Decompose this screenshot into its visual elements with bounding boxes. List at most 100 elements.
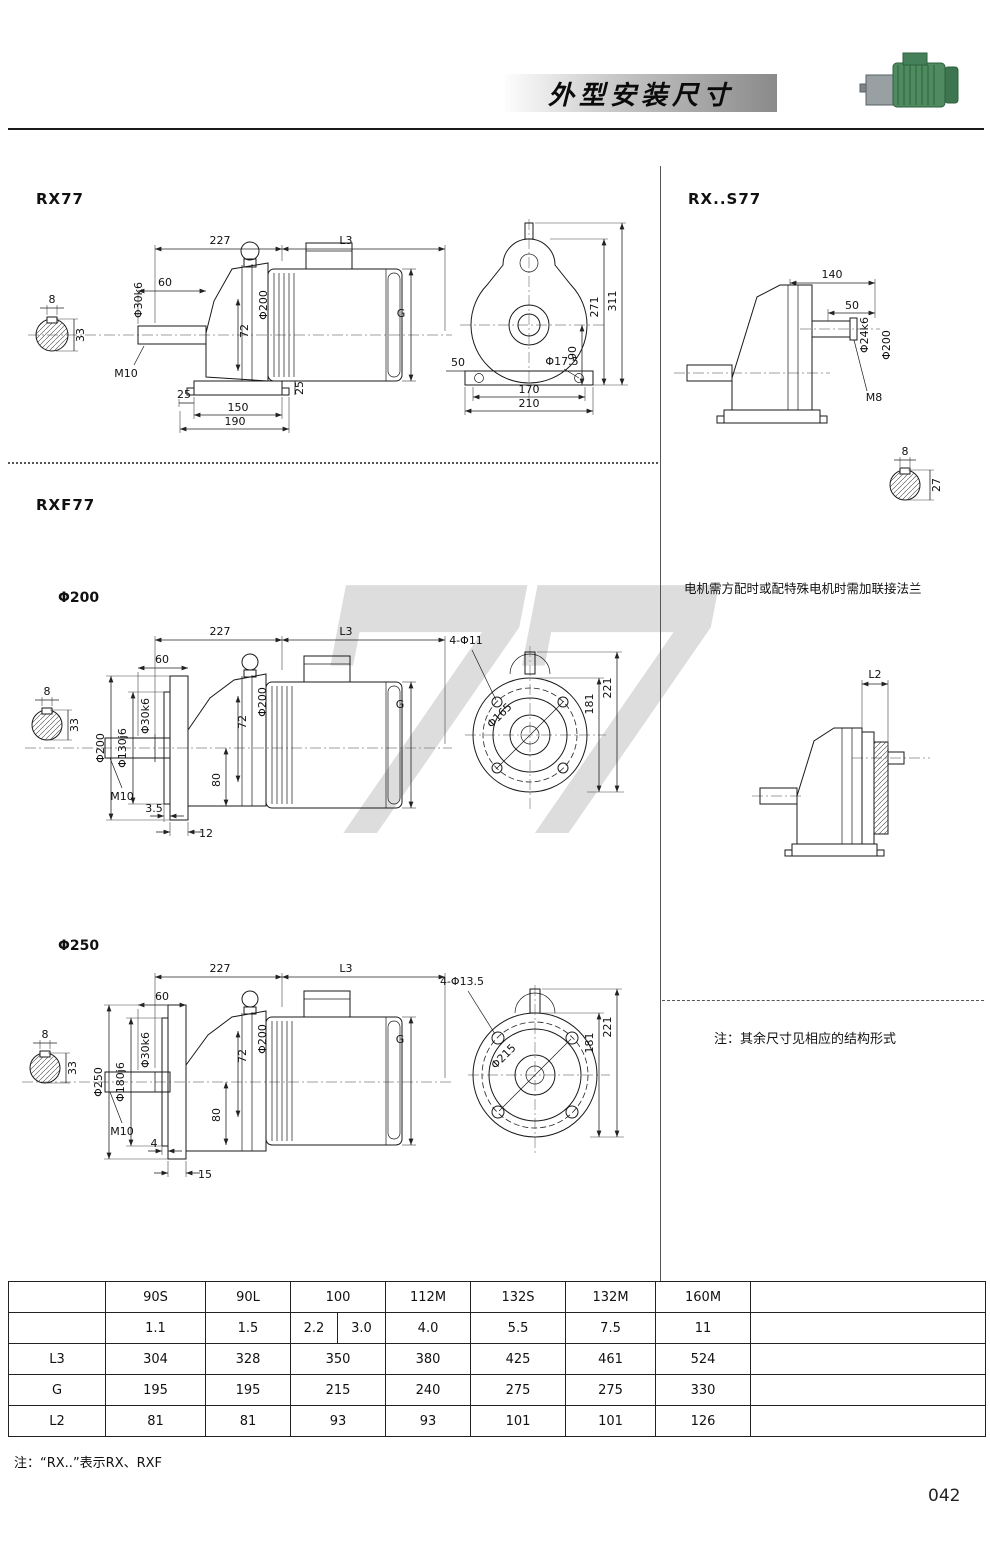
value-cell: 101 (565, 1405, 657, 1437)
value-cell: 195 (105, 1374, 206, 1406)
dim-keyway-8: 8 (42, 1028, 49, 1041)
dim-phi200-motor: Φ200 (256, 1024, 269, 1054)
column-divider (660, 166, 661, 1282)
value-cell: 275 (470, 1374, 567, 1406)
value-cell: 101 (470, 1405, 567, 1437)
dim-L3: L3 (339, 234, 352, 247)
rxs77-drawing: 140 50 Φ24k6 Φ200 M8 8 27 (674, 268, 943, 501)
dim-227: 227 (210, 234, 231, 247)
power-cell: 5.5 (470, 1312, 567, 1344)
dim-50: 50 (451, 356, 465, 369)
value-cell: 524 (655, 1343, 752, 1375)
section-title-rxf77: RXF77 (36, 496, 96, 514)
dim-phi200-motor: Φ200 (256, 687, 269, 717)
dim-80: 80 (210, 1108, 223, 1122)
value-cell: 330 (655, 1374, 752, 1406)
dim-L2: L2 (868, 668, 881, 681)
power-cell: 1.1 (105, 1312, 206, 1344)
dim-phi180j6: Φ180j6 (114, 1062, 127, 1102)
rxs77-shaft-section: 8 27 (889, 445, 943, 501)
value-cell: 461 (565, 1343, 657, 1375)
variant-label-200: Φ200 (58, 590, 100, 606)
footer-note: 注：“RX..”表示RX、RXF (14, 1456, 163, 1471)
dim-phi200: Φ200 (257, 290, 270, 320)
dim-L3: L3 (339, 625, 352, 638)
page-header-bar: 外型安装尺寸 (505, 74, 777, 112)
dim-phi165: Φ165 (484, 700, 514, 730)
variant-label-250: Φ250 (58, 938, 100, 954)
value-cell: 93 (289, 1405, 387, 1437)
dim-227: 227 (210, 962, 231, 975)
page-title: 外型安装尺寸 (547, 80, 734, 111)
dim-25a: 25 (177, 388, 191, 401)
dim-221: 221 (601, 678, 614, 699)
table-row-L3: L3 304 328 350 380 425 461 524 (8, 1343, 987, 1375)
dim-m10: M10 (110, 1125, 134, 1138)
rxf77-250-flange-view: 4-Φ13.5 221 181 Φ215 (440, 975, 624, 1153)
rxf77-200-flange-view: 4-Φ11 221 181 Φ165 (449, 634, 624, 812)
model-cell: 100 (289, 1281, 387, 1313)
dim-phi30k6: Φ30k6 (139, 1032, 152, 1068)
dim-G: G (397, 307, 406, 320)
power-cell: 2.2 (290, 1312, 338, 1344)
dim-G: G (396, 698, 405, 711)
model-cell: 90L (205, 1281, 291, 1313)
dim-m10: M10 (114, 367, 138, 380)
table-row-power: 1.1 1.5 2.2 3.0 4.0 5.5 7.5 11 (8, 1312, 987, 1344)
empty-cell (750, 1343, 987, 1375)
dimension-table: 90S 90L 100 112M 132S 132M 160M 1.1 1.5 … (8, 1281, 987, 1437)
dim-15: 15 (198, 1168, 212, 1181)
rx77-side-view: 8 33 M10 227 L3 60 Φ30k6 (28, 234, 452, 433)
dim-72: 72 (236, 1049, 249, 1063)
dim-shaft-33: 33 (74, 328, 87, 342)
dim-phi17-5: Φ17.5 (545, 355, 578, 368)
l2-adapter-drawing: L2 (752, 668, 930, 857)
rxf77-200-drawing: 8 33 227 L3 60 Φ200 (25, 625, 624, 840)
rxf77-200-side-view: 8 33 227 L3 60 Φ200 (25, 625, 452, 840)
value-cell: 215 (289, 1374, 387, 1406)
power-cell: 1.5 (205, 1312, 291, 1344)
dim-3-5: 3.5 (145, 802, 163, 815)
model-cell: 132S (470, 1281, 567, 1313)
dim-m10: M10 (110, 790, 134, 803)
rxf77-250-drawing: 8 33 227 L3 60 Φ250 (22, 962, 624, 1181)
dim-190: 190 (225, 415, 246, 428)
dim-210: 210 (519, 397, 540, 410)
dim-4: 4 (151, 1137, 158, 1150)
empty-cell (8, 1281, 106, 1313)
value-cell: 350 (289, 1343, 387, 1375)
dim-170: 170 (519, 383, 540, 396)
model-cell: 160M (655, 1281, 752, 1313)
dim-140: 140 (822, 268, 843, 281)
dim-shaft-27: 27 (930, 478, 943, 492)
dim-phi30k6: Φ30k6 (132, 282, 145, 318)
model-cell: 132M (565, 1281, 657, 1313)
dashed-divider (662, 1000, 984, 1001)
dim-phi215: Φ215 (488, 1041, 518, 1071)
row-label: L3 (8, 1343, 106, 1375)
power-cell: 11 (655, 1312, 752, 1344)
flange-note: 电机需方配时或配特殊电机时需加联接法兰 (684, 581, 922, 596)
section-title-rx77: RX77 (36, 190, 84, 208)
rx77-drawing: 8 33 M10 227 L3 60 Φ30k6 (28, 219, 628, 433)
dim-keyway-8: 8 (44, 685, 51, 698)
dim-12: 12 (199, 827, 213, 840)
dim-L3: L3 (339, 962, 352, 975)
dim-m8: M8 (866, 391, 883, 404)
dim-phi200: Φ200 (880, 330, 893, 360)
dim-60: 60 (155, 653, 169, 666)
watermark-77: 77 (295, 515, 723, 914)
empty-cell (750, 1312, 987, 1344)
dim-60: 60 (158, 276, 172, 289)
dim-181: 181 (583, 694, 596, 715)
dim-181: 181 (583, 1033, 596, 1054)
model-cell: 112M (385, 1281, 472, 1313)
dim-phi30k6: Φ30k6 (139, 698, 152, 734)
dim-150: 150 (228, 401, 249, 414)
row-label: L2 (8, 1405, 106, 1437)
table-row-L2: L2 81 81 93 93 101 101 126 (8, 1405, 987, 1437)
value-cell: 380 (385, 1343, 472, 1375)
dim-shaft-33: 33 (68, 718, 81, 732)
dim-72: 72 (238, 324, 251, 338)
